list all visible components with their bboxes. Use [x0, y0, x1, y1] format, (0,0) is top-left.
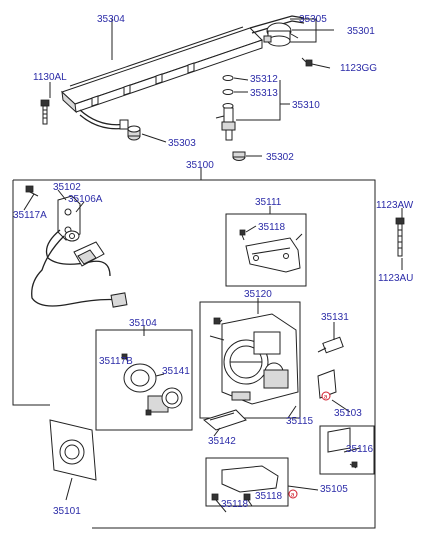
label-35104: 35104: [129, 318, 157, 329]
marker-a-lower-text: a: [291, 491, 295, 498]
label-35302: 35302: [266, 152, 294, 163]
injector: [215, 75, 236, 141]
leader-lines: [23, 18, 403, 513]
gasket-35142: [202, 409, 247, 431]
label-35118-lower-right: 35118: [255, 491, 283, 502]
pressure-regulator: [263, 22, 299, 47]
label-1123gg: 1123GG: [340, 63, 377, 74]
throttle-position-sensor: [25, 185, 128, 308]
label-1123au: 1123AU: [378, 273, 413, 284]
label-35118-lower-left: 35118: [221, 499, 249, 510]
label-35312: 35312: [250, 74, 278, 85]
bolt-1123aw: [395, 217, 405, 257]
label-35304: 35304: [97, 14, 125, 25]
label-35305: 35305: [299, 14, 327, 25]
label-35310: 35310: [292, 100, 320, 111]
label-35118-bracket: 35118: [258, 222, 286, 233]
label-35115: 35115: [286, 416, 314, 427]
bolt-1123gg: [301, 57, 313, 67]
label-1123aw: 1123AW: [376, 200, 414, 211]
label-35111: 35111: [255, 197, 282, 208]
label-35301: 35301: [347, 26, 375, 37]
label-35120: 35120: [244, 289, 272, 300]
marker-a-upper: a: [321, 391, 331, 401]
label-35141: 35141: [162, 366, 190, 377]
bracket-35105: [205, 457, 289, 507]
label-35105: 35105: [320, 484, 348, 495]
bolt-1130al: [40, 99, 50, 125]
label-35103: 35103: [334, 408, 362, 419]
label-35101: 35101: [53, 506, 81, 517]
label-35102: 35102: [53, 182, 81, 193]
gasket-35101: [49, 419, 97, 481]
label-35131: 35131: [321, 312, 349, 323]
part-labels: 35304 35305 35301 1130AL 1123GG 35312 35…: [13, 14, 414, 517]
bracket-35103: [317, 369, 375, 475]
throttle-body: [199, 301, 301, 419]
label-35116: 35116: [346, 444, 374, 455]
marker-a-lower: a: [288, 489, 298, 499]
label-35100: 35100: [186, 160, 214, 171]
label-35303: 35303: [168, 138, 196, 149]
label-35117a: 35117A: [13, 210, 47, 221]
marker-a-upper-text: a: [324, 393, 328, 400]
idle-speed-actuator: [95, 329, 193, 431]
label-35142: 35142: [208, 436, 236, 447]
label-35313: 35313: [250, 88, 278, 99]
label-35106a: 35106A: [68, 194, 103, 205]
sensor-35131: [317, 336, 344, 354]
label-35117b: 35117B: [99, 356, 133, 367]
label-1130al: 1130AL: [33, 72, 67, 83]
seal-35302: [232, 151, 246, 161]
bracket-35111: [225, 213, 307, 287]
grommet-35303: [127, 125, 141, 141]
assembly-frame: [12, 168, 376, 529]
